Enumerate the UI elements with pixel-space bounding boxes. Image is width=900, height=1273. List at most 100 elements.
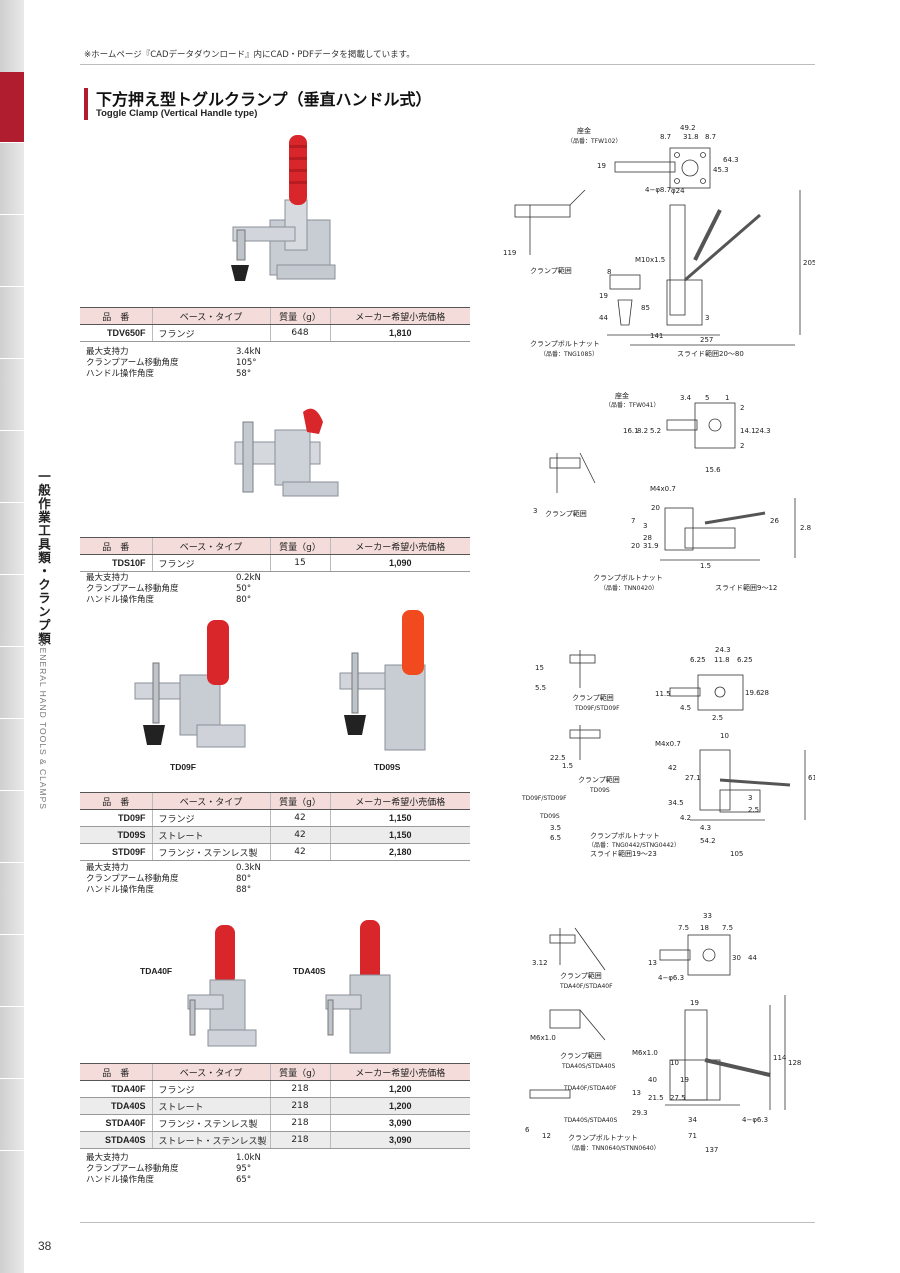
svg-text:54.2: 54.2 [700, 837, 716, 845]
spec-table-tdv650f: 品 番 ベース・タイプ 質量（g） メーカー希望小売価格 TDV650F フラン… [80, 307, 470, 342]
svg-text:2.5: 2.5 [712, 714, 723, 722]
svg-text:34: 34 [688, 1116, 697, 1124]
svg-text:3.4: 3.4 [680, 394, 692, 402]
svg-text:4.5: 4.5 [680, 704, 691, 712]
col-part-no: 品 番 [80, 307, 152, 325]
svg-text:M4x0.7: M4x0.7 [650, 485, 676, 493]
svg-text:33: 33 [703, 912, 712, 920]
svg-text:19: 19 [690, 999, 699, 1007]
svg-text:13: 13 [632, 1089, 641, 1097]
spec-table-td09: 品 番 ベース・タイプ 質量（g） メーカー希望小売価格 TD09F フランジ … [80, 792, 470, 861]
table-row: STDA40F フランジ・ステンレス製 218 3,090 [80, 1114, 470, 1132]
svg-text:4−φ6.3: 4−φ6.3 [658, 974, 684, 982]
svg-text:19: 19 [680, 1076, 689, 1084]
product-photo-tda40s [325, 920, 391, 1054]
svg-text:4.2: 4.2 [680, 814, 691, 822]
svg-text:128: 128 [788, 1059, 801, 1067]
svg-text:TD09F/STD09F: TD09F/STD09F [521, 795, 567, 802]
table-row: TDV650F フランジ 648 1,810 [80, 324, 470, 342]
svg-text:18: 18 [700, 924, 709, 932]
svg-text:12: 12 [542, 1132, 551, 1140]
svg-text:11.5: 11.5 [655, 690, 671, 698]
svg-text:TDA40F/STDA40F: TDA40F/STDA40F [563, 1085, 617, 1092]
page-number: 38 [38, 1239, 52, 1253]
top-divider [80, 64, 815, 65]
svg-text:M4x0.7: M4x0.7 [655, 740, 681, 748]
svg-text:2: 2 [740, 404, 744, 412]
svg-text:45.3: 45.3 [713, 166, 729, 174]
svg-text:6.25: 6.25 [737, 656, 753, 664]
photo-label-td09s: TD09S [374, 762, 401, 772]
svg-text:（品番：TFW102）: （品番：TFW102） [567, 138, 622, 145]
svg-text:4−φ8.7: 4−φ8.7 [645, 186, 671, 194]
svg-text:14.1: 14.1 [740, 427, 756, 435]
product-photo-tdv650f [231, 135, 336, 281]
svg-text:クランプ範囲: クランプ範囲 [572, 693, 614, 702]
svg-text:クランプ範囲: クランプ範囲 [530, 266, 572, 275]
svg-text:（品番：TNG0442/STNG0442）: （品番：TNG0442/STNG0442） [588, 842, 680, 849]
table-row: TDS10F フランジ 15 1,090 [80, 554, 470, 572]
svg-text:M6x1.0: M6x1.0 [632, 1049, 658, 1057]
svg-text:3: 3 [748, 794, 752, 802]
svg-text:（品番：TNN0420）: （品番：TNN0420） [600, 585, 658, 592]
svg-text:5.2: 5.2 [650, 427, 661, 435]
svg-text:49.2: 49.2 [680, 124, 696, 132]
table-row: TDA40F フランジ 218 1,200 [80, 1080, 470, 1098]
table-row: TD09S ストレート 42 1,150 [80, 826, 470, 844]
svg-text:1.5: 1.5 [700, 562, 711, 570]
svg-text:13: 13 [648, 959, 657, 967]
bottom-divider [80, 1222, 815, 1223]
title-accent [84, 88, 88, 120]
table-row: STDA40S ストレート・ステンレス製 218 3,090 [80, 1131, 470, 1149]
table-row: TD09F フランジ 42 1,150 [80, 809, 470, 827]
svg-text:42: 42 [668, 764, 677, 772]
svg-text:7.5: 7.5 [722, 924, 733, 932]
svg-text:クランプ範囲: クランプ範囲 [560, 971, 602, 980]
svg-text:28: 28 [643, 534, 652, 542]
svg-text:座金: 座金 [577, 126, 591, 135]
svg-text:（品番：TNN0640/STNN0640）: （品番：TNN0640/STNN0640） [568, 1145, 660, 1152]
svg-text:10: 10 [670, 1059, 679, 1067]
product-photo-td09s [339, 610, 426, 751]
svg-text:クランプボルトナット: クランプボルトナット [593, 574, 663, 582]
svg-text:2: 2 [740, 442, 744, 450]
svg-text:TDA40S/STDA40S: TDA40S/STDA40S [561, 1063, 615, 1070]
svg-text:5: 5 [705, 394, 709, 402]
svg-text:27.1: 27.1 [685, 774, 701, 782]
svg-text:クランプボルトナット: クランプボルトナット [590, 832, 660, 840]
photo-label-tda40f: TDA40F [140, 966, 173, 976]
svg-text:2.5: 2.5 [748, 806, 759, 814]
col-base-type: ベース・タイプ [151, 307, 270, 325]
svg-text:（品番：TNG1085）: （品番：TNG1085） [540, 351, 598, 358]
svg-text:85: 85 [641, 304, 650, 312]
svg-text:5.5: 5.5 [535, 684, 546, 692]
svg-text:3: 3 [533, 507, 537, 515]
technical-drawing-tds10f: 座金 （品番：TFW041） 3.4 5 1 2 16.1 8.2 5.2 14… [533, 391, 811, 592]
svg-text:クランプ範囲: クランプ範囲 [545, 509, 587, 518]
section-marker [0, 72, 24, 142]
svg-text:22.5: 22.5 [550, 754, 566, 762]
svg-text:3: 3 [705, 314, 709, 322]
svg-text:29.3: 29.3 [632, 1109, 648, 1117]
svg-text:座金: 座金 [615, 391, 629, 400]
svg-text:28: 28 [760, 689, 769, 697]
svg-text:61: 61 [808, 774, 815, 782]
svg-text:6.5: 6.5 [550, 834, 561, 842]
table-row: STD09F フランジ・ステンレス製 42 2,180 [80, 843, 470, 861]
product-photo-tda40f [187, 925, 257, 1047]
svg-text:8: 8 [607, 268, 611, 276]
spec-table-tda40: 品 番 ベース・タイプ 質量（g） メーカー希望小売価格 TDA40F フランジ… [80, 1063, 470, 1149]
svg-text:7.5: 7.5 [678, 924, 689, 932]
svg-text:20: 20 [651, 504, 660, 512]
svg-text:40: 40 [648, 1076, 657, 1084]
svg-text:6: 6 [525, 1126, 530, 1134]
sidebar-category: 一般作業工具類・クランプ類 [36, 470, 51, 646]
cad-note: ※ホームページ『CADデータダウンロード』内にCAD・PDFデータを掲載していま… [84, 50, 415, 60]
technical-drawing-tda40: 33 7.5 18 7.5 13 30 44 3.12 クランプ範囲 TDA40… [525, 912, 801, 1154]
svg-text:19: 19 [599, 292, 608, 300]
technical-drawing-tdv650f: 座金 （品番：TFW102） 49.2 8.7 31.8 8.7 19 45.3… [503, 124, 815, 358]
svg-text:30: 30 [732, 954, 741, 962]
svg-text:3.5: 3.5 [550, 824, 561, 832]
